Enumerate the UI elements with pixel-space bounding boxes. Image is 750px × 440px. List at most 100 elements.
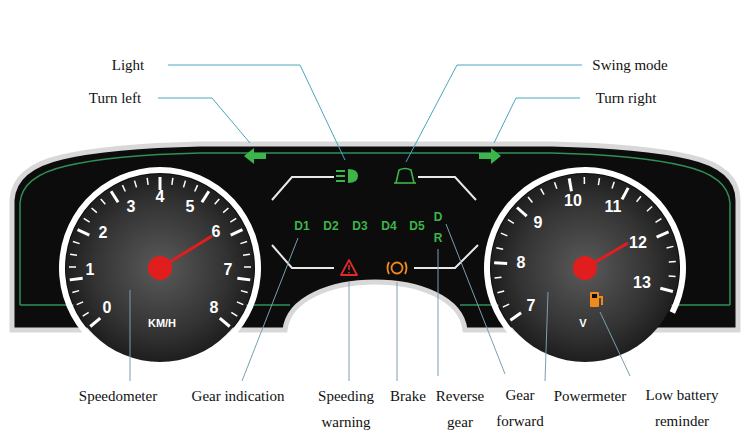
- powermeter-face: [491, 174, 679, 362]
- gauge-tick: [171, 178, 173, 185]
- gauge-number: 12: [629, 234, 647, 252]
- callout-label: Low battery reminder: [626, 382, 738, 434]
- gear-indicator: R: [434, 231, 443, 245]
- gauge-number: 7: [527, 297, 536, 315]
- gauge-tick: [541, 189, 544, 195]
- gauge-tick: [669, 261, 676, 263]
- gauge-tick: [90, 318, 100, 326]
- gear-indicator: D2: [323, 219, 338, 233]
- callout-label: Speeding warning: [305, 383, 387, 435]
- gauge-number: 1: [86, 261, 95, 279]
- turn-right-arrow: [479, 148, 501, 164]
- brake-icon: [388, 262, 407, 274]
- gauge-tick: [92, 208, 97, 213]
- gauge-number: 6: [212, 223, 221, 241]
- gauge-tick: [70, 254, 77, 255]
- gauge-tick: [69, 266, 76, 268]
- speedometer-face: [66, 174, 254, 362]
- gauge-number: 10: [564, 192, 582, 210]
- gauge-number: 3: [127, 198, 136, 216]
- callout-label: Powermeter: [554, 383, 626, 409]
- gauge-number: 0: [103, 299, 112, 317]
- gauge-tick: [657, 232, 669, 237]
- gauge-tick: [637, 196, 641, 202]
- gauge-tick: [240, 242, 247, 244]
- gauge-tick: [202, 191, 209, 202]
- gauge-tick: [237, 302, 243, 305]
- gauge-tick: [656, 219, 662, 223]
- gauge-tick: [584, 177, 586, 184]
- gauge-tick: [598, 178, 599, 185]
- gauge-tick: [84, 218, 90, 222]
- gauge-tick: [667, 246, 674, 248]
- gauge-tick: [660, 288, 673, 291]
- gauge-tick: [496, 248, 503, 250]
- gauge-number: 8: [517, 254, 526, 272]
- gauge-tick: [241, 291, 248, 293]
- gauge-tick: [243, 254, 250, 255]
- callout-label: Light: [112, 52, 145, 78]
- gear-indicator: D5: [409, 219, 424, 233]
- gauge-tick: [231, 230, 243, 235]
- gauge-number: 8: [210, 299, 219, 317]
- gauge-tick: [237, 278, 250, 280]
- gauge-number: 5: [186, 198, 195, 216]
- gauge-tick: [528, 197, 532, 202]
- gauge-tick: [510, 313, 521, 320]
- centre-frame: [272, 177, 478, 268]
- low-battery-icon: [590, 292, 603, 307]
- unit-label: KM/H: [148, 317, 176, 329]
- callout-label: Swing mode: [592, 52, 667, 78]
- leader-lines: [158, 65, 582, 162]
- gauge-tick: [554, 182, 556, 189]
- callout-label: Turn left: [89, 85, 141, 111]
- gauge-tick: [647, 207, 652, 212]
- gauge-tick: [495, 276, 502, 278]
- gauge-tick: [70, 278, 83, 280]
- gear-indicator: D1: [294, 219, 309, 233]
- gauge-ring: [59, 167, 261, 348]
- callout-label: Reverse gear: [427, 383, 493, 435]
- gauge-tick: [669, 275, 676, 277]
- callout-label: Gear indication: [192, 383, 285, 409]
- gauge-tick: [503, 304, 509, 307]
- speeding-warning-icon: [341, 260, 357, 275]
- gauge-tick: [569, 178, 571, 191]
- unit-label: V: [579, 317, 586, 329]
- gauge-tick: [497, 291, 504, 293]
- gauge-number: 11: [605, 198, 622, 216]
- gear-indicator: D: [434, 210, 443, 224]
- callout-label: Brake: [390, 383, 426, 409]
- gauge-tick: [73, 242, 80, 244]
- callout-label: Turn right: [596, 85, 657, 111]
- gauge-tick: [494, 261, 507, 265]
- gauge-tick: [77, 302, 83, 305]
- callout-label: Gear forward: [489, 382, 551, 434]
- gauge-tick: [244, 266, 251, 268]
- gauge-tick: [72, 291, 79, 293]
- gauge-tick: [517, 208, 527, 217]
- gauge-tick: [215, 199, 220, 204]
- gauge-tick: [146, 178, 148, 185]
- gauge-tick: [220, 318, 230, 326]
- gauge-tick: [231, 312, 237, 316]
- gauge-tick: [122, 185, 125, 191]
- gauge-tick: [501, 233, 507, 236]
- swing-mode-icon: [394, 169, 416, 184]
- gauge-tick: [111, 191, 118, 202]
- gauge-tick: [184, 181, 186, 188]
- callout-label: Speedometer: [79, 383, 157, 409]
- light-icon: [336, 169, 358, 183]
- gauge-tick: [78, 230, 90, 235]
- leader-lines: [130, 224, 630, 381]
- turn-left-arrow: [244, 148, 266, 164]
- gear-indicator: D3: [352, 219, 367, 233]
- gauge-tick: [223, 208, 228, 213]
- gauge-tick: [622, 188, 628, 199]
- gauge-ring: [484, 167, 686, 342]
- gauge-number: 2: [99, 224, 108, 242]
- gauge-number: 13: [633, 274, 651, 292]
- gauge-number: 9: [534, 214, 543, 232]
- gauge-tick: [83, 312, 89, 316]
- gauge-tick: [195, 185, 198, 191]
